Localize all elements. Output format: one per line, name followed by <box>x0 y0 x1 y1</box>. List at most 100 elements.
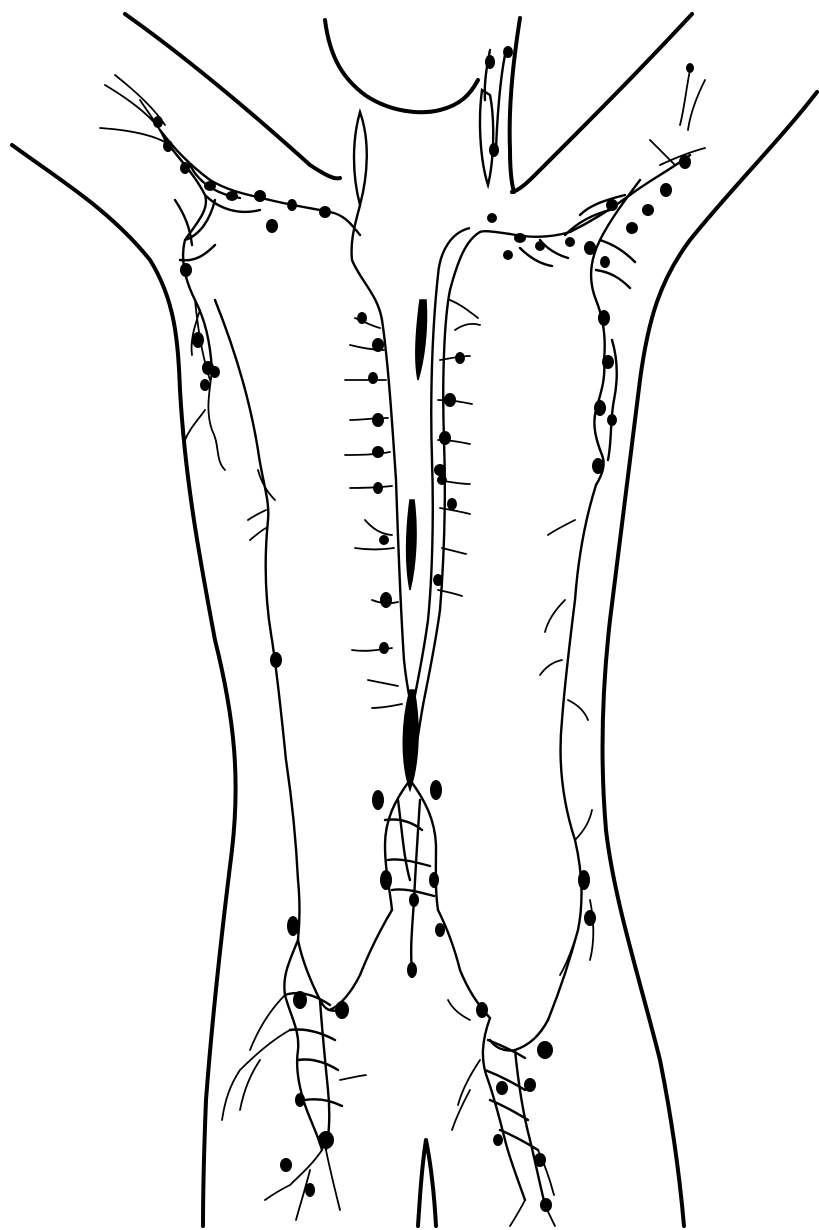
lymph-node <box>594 400 606 416</box>
lymph-node <box>287 916 299 936</box>
lymph-node <box>373 482 383 494</box>
right-jaw-outline <box>510 18 520 192</box>
lymph-node <box>409 893 419 907</box>
cisterna-chyli <box>403 690 418 790</box>
lymph-node <box>254 190 266 202</box>
right-arm-branches <box>650 70 705 165</box>
lymph-node <box>602 355 614 369</box>
lymph-node <box>584 241 596 255</box>
lymph-node <box>447 498 457 510</box>
lymph-node <box>153 116 163 128</box>
lymph-node <box>430 780 442 800</box>
left-axillary-mesh <box>165 140 260 370</box>
left-axillary-network <box>100 75 360 940</box>
lymph-node <box>379 535 389 545</box>
lymph-node <box>293 991 307 1009</box>
lymph-node <box>606 199 618 211</box>
lymph-node <box>487 213 497 223</box>
lymph-node <box>372 790 384 810</box>
left-jaw-outline <box>325 20 478 112</box>
lymph-node <box>280 1158 292 1172</box>
lymph-node <box>503 250 513 260</box>
thoracic-duct-segment-upper <box>416 300 427 380</box>
lymph-node <box>434 464 446 476</box>
legs-gap-outline <box>418 1140 436 1226</box>
right-inguinal-mesh <box>483 1018 545 1205</box>
lymph-node <box>357 312 367 324</box>
lymph-node <box>626 222 638 234</box>
lymph-node <box>686 63 694 73</box>
lymph-node <box>598 310 610 326</box>
lymph-node <box>496 1081 508 1095</box>
lymph-node <box>444 393 456 407</box>
lymph-node <box>592 458 604 474</box>
lymph-node <box>368 372 378 384</box>
lymph-node <box>537 1041 553 1059</box>
left-supraclavicular-chain <box>160 130 360 235</box>
lymph-node <box>407 962 417 978</box>
lymph-node <box>600 256 610 268</box>
lymph-node <box>266 219 278 233</box>
lymph-node <box>180 162 190 174</box>
left-thoracic-vessel <box>215 300 300 940</box>
lymph-node <box>380 592 392 608</box>
lymph-node <box>535 241 545 251</box>
lymph-node <box>642 204 654 216</box>
right-axillary-network <box>480 70 705 1020</box>
right-iliac-chain <box>438 910 548 1051</box>
lymph-node <box>524 1078 536 1092</box>
lymph-node <box>372 413 384 427</box>
lymph-node <box>204 181 216 191</box>
lymph-node <box>305 1183 315 1197</box>
lymph-node <box>429 872 439 888</box>
lymph-node <box>660 183 672 197</box>
left-neck-outline <box>125 14 340 178</box>
left-jugular-trunk <box>354 112 367 205</box>
lymph-node <box>435 923 445 937</box>
lymph-node <box>200 379 210 391</box>
lymph-node <box>380 870 392 890</box>
left-thoracic-twigs <box>248 470 275 540</box>
lymph-node <box>584 910 596 926</box>
lymph-node <box>192 332 204 348</box>
lymph-node <box>437 475 447 485</box>
left-arm-branches <box>100 75 170 145</box>
lymph-node <box>226 191 238 201</box>
central-abdominal-mesh <box>385 780 438 970</box>
lymph-node <box>565 237 575 247</box>
lymph-node <box>578 870 590 890</box>
lymph-node <box>379 642 389 654</box>
right-neck-outline <box>512 14 692 192</box>
lymph-node <box>493 1134 503 1146</box>
lymph-node <box>679 155 691 169</box>
lymph-node <box>295 1093 305 1107</box>
lymph-node <box>439 431 451 445</box>
right-jugular-trunk <box>480 90 493 185</box>
lymph-node <box>489 143 499 157</box>
lymph-node <box>455 352 465 364</box>
lymph-node <box>485 55 495 69</box>
lymph-node <box>335 1001 349 1019</box>
right-thoracic-vessel <box>548 485 596 1020</box>
lymph-node <box>270 652 282 668</box>
lymph-node <box>372 338 384 352</box>
lymph-node <box>540 1198 552 1212</box>
lymph-node <box>372 446 384 458</box>
lymph-node <box>476 1002 488 1018</box>
lymph-node <box>433 574 443 586</box>
right-axillary-mesh <box>520 180 640 360</box>
lymph-node <box>607 414 617 426</box>
lymph-nodes <box>153 46 694 1212</box>
lymph-node <box>180 263 192 277</box>
lymph-node <box>163 140 173 152</box>
left-shoulder-outline <box>12 145 236 1226</box>
thoracic-duct-segment-middle <box>407 500 416 590</box>
lymph-node <box>534 1153 546 1167</box>
lymph-node <box>514 233 526 243</box>
body-outline <box>12 14 817 1226</box>
left-inguinal-mesh <box>284 940 342 1150</box>
lymph-node <box>287 199 297 211</box>
left-neck-vessel <box>352 205 382 320</box>
